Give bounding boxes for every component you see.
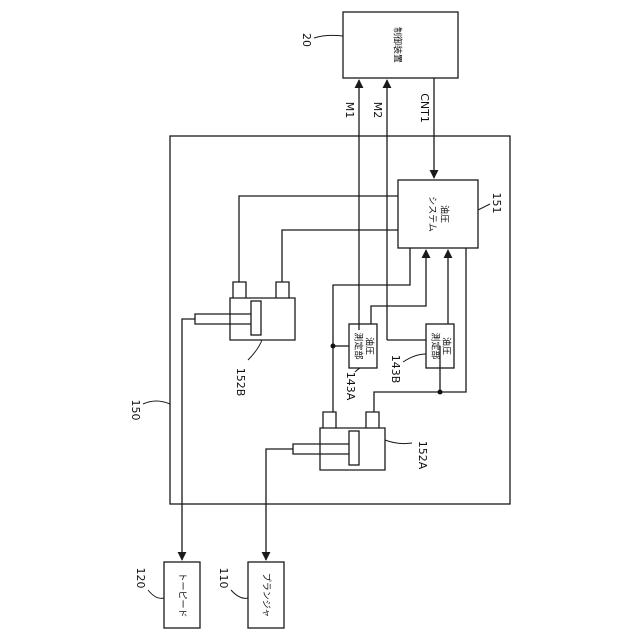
sensor-a-label-line2: 測定部 (353, 332, 365, 359)
hydraulic-system-ref: 151 (490, 193, 503, 214)
junction-dot-b (438, 390, 443, 395)
line-system-to-152b-upper (239, 196, 398, 282)
controller-ref: 20 (300, 33, 313, 47)
unit-ref: 150 (129, 400, 142, 421)
signal-label-m2: M2 (371, 102, 384, 119)
line-152b-to-torpedo (182, 319, 195, 560)
torpedo-ref: 120 (134, 568, 147, 589)
cylinder-152b (195, 282, 295, 340)
hydraulic-system-label-line2: システム (427, 196, 438, 232)
sensor-b-ref-leader (403, 354, 426, 362)
sensor-143a-block: 油圧 測定部 (349, 324, 377, 368)
line-system-to-152b-lower (282, 230, 398, 282)
cylinder-152a (293, 412, 385, 470)
hydraulic-system-ref-leader (478, 204, 490, 210)
sensor-b-label-line1: 油圧 (441, 337, 453, 355)
controller-label: 制御装置 (392, 27, 404, 63)
torpedo-ref-leader (148, 590, 164, 598)
sensor-a-ref: 143A (344, 372, 357, 401)
hydraulic-system-label-line1: 油圧 (439, 205, 451, 223)
controller-block: 制御装置 (343, 12, 458, 78)
hydraulic-system-block: 油圧 システム (398, 180, 478, 248)
cylinder-b-ref: 152B (234, 368, 247, 397)
junction-dot-a (331, 344, 336, 349)
sensor-b-label-line2: 測定部 (430, 332, 442, 359)
plunger-ref-leader (231, 590, 248, 598)
controller-ref-group: 20 (300, 33, 343, 47)
sensor-b-ref: 143B (389, 355, 402, 384)
sensor-a-return (371, 250, 426, 324)
torpedo-block: トーピード (164, 562, 200, 628)
plunger-ref: 110 (217, 568, 230, 589)
unit-ref-leader (143, 401, 170, 404)
cylinder-a-ref: 152A (416, 441, 429, 470)
signal-label-m1: M1 (343, 102, 356, 119)
controller-ref-leader (314, 35, 343, 38)
line-b-supply (374, 248, 466, 412)
unit-frame (170, 136, 510, 504)
plunger-block: プランジャ (248, 562, 284, 628)
plunger-label: プランジャ (261, 573, 272, 618)
torpedo-label: トーピード (177, 572, 188, 617)
sensor-a-label-line1: 油圧 (364, 337, 376, 355)
cylinder-a-ref-leader (385, 440, 412, 444)
cylinder-b-ref-leader (248, 340, 262, 360)
signal-label-cnt1: CNT1 (418, 93, 431, 123)
